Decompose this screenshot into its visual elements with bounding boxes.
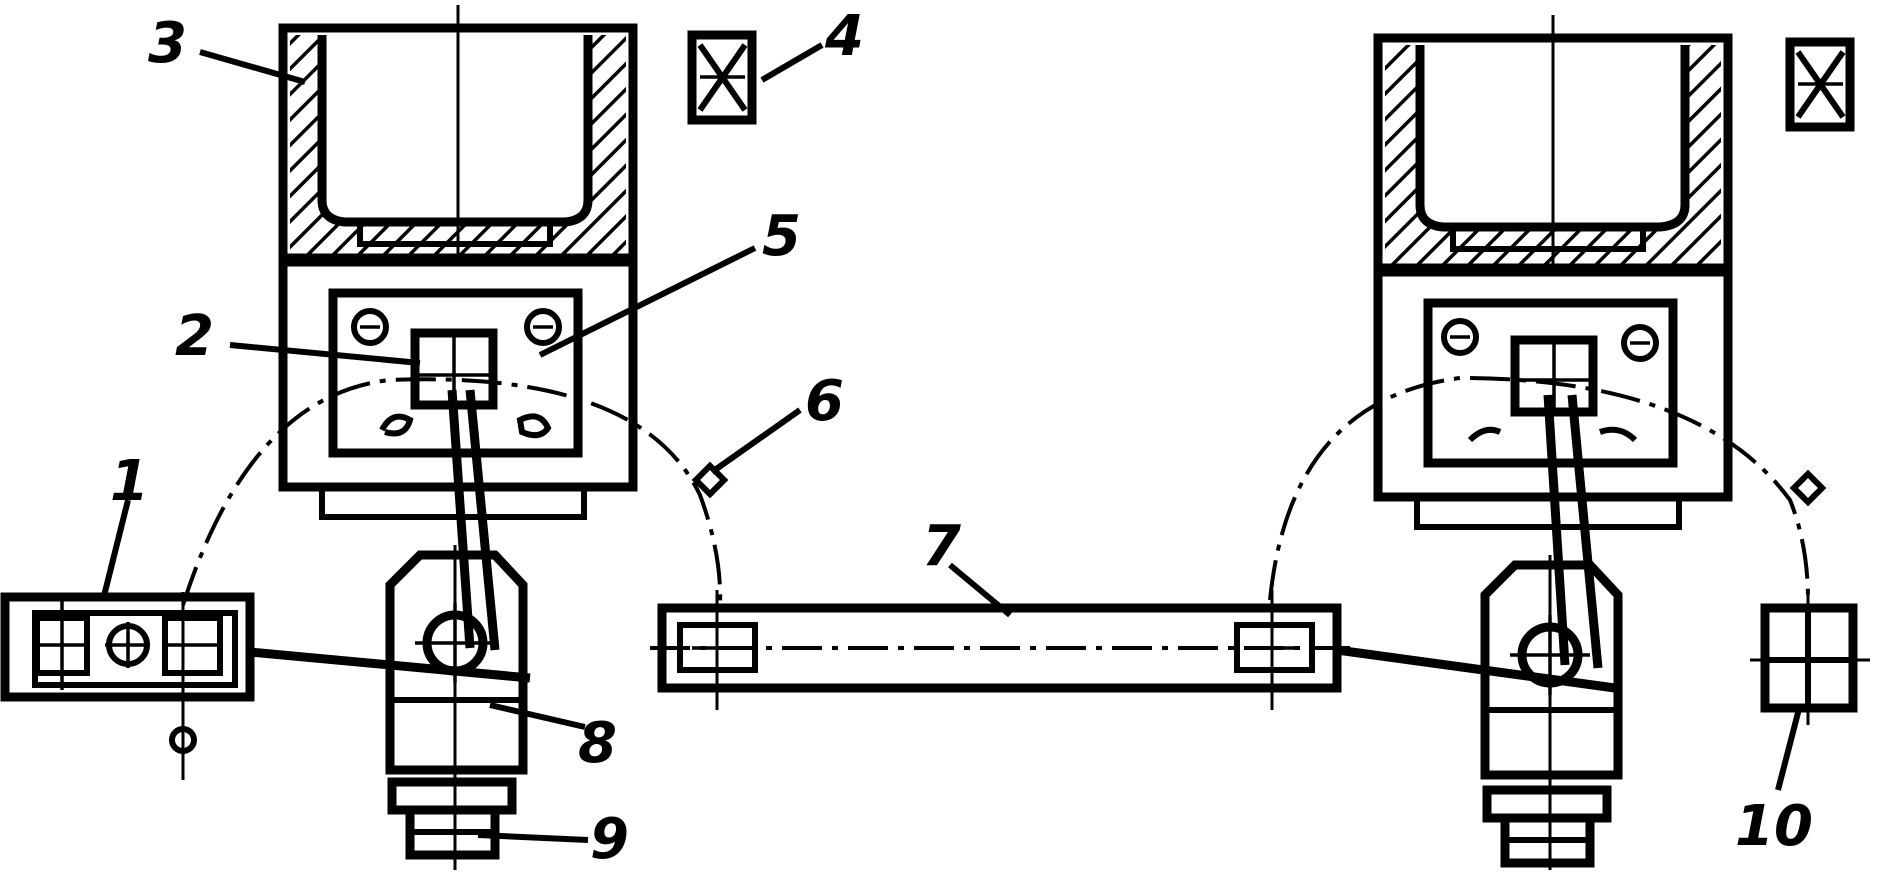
right-rocker — [1480, 394, 1623, 870]
label-2: 2 — [175, 304, 214, 369]
label-10: 10 — [1735, 794, 1813, 859]
left-link-bar — [249, 647, 531, 683]
leader-lines — [100, 42, 1803, 843]
left-rail-block — [0, 592, 255, 780]
left-swing-arc — [181, 377, 723, 606]
indicator-4 — [687, 30, 757, 125]
left-chamber — [278, 5, 638, 265]
indicator-right — [1785, 37, 1855, 132]
label-8: 8 — [578, 711, 617, 776]
receiver-block — [1750, 590, 1870, 725]
label-4: 4 — [824, 4, 864, 69]
marker-right — [1789, 469, 1827, 507]
label-5: 5 — [762, 204, 801, 269]
marker-6 — [691, 461, 729, 499]
bolt-icon — [351, 308, 389, 346]
bolt-icon — [1621, 324, 1659, 362]
left-rocker — [385, 389, 528, 870]
label-9: 9 — [590, 807, 629, 872]
right-link-bar — [1336, 645, 1616, 693]
right-unit — [1373, 15, 1870, 870]
label-1: 1 — [110, 449, 149, 514]
right-chamber — [1373, 15, 1733, 275]
bolt-icon — [524, 308, 562, 346]
left-unit — [0, 5, 638, 870]
label-6: 6 — [805, 369, 844, 434]
bolt-icon — [1441, 318, 1479, 356]
label-7: 7 — [922, 514, 961, 579]
label-3: 3 — [148, 11, 187, 76]
